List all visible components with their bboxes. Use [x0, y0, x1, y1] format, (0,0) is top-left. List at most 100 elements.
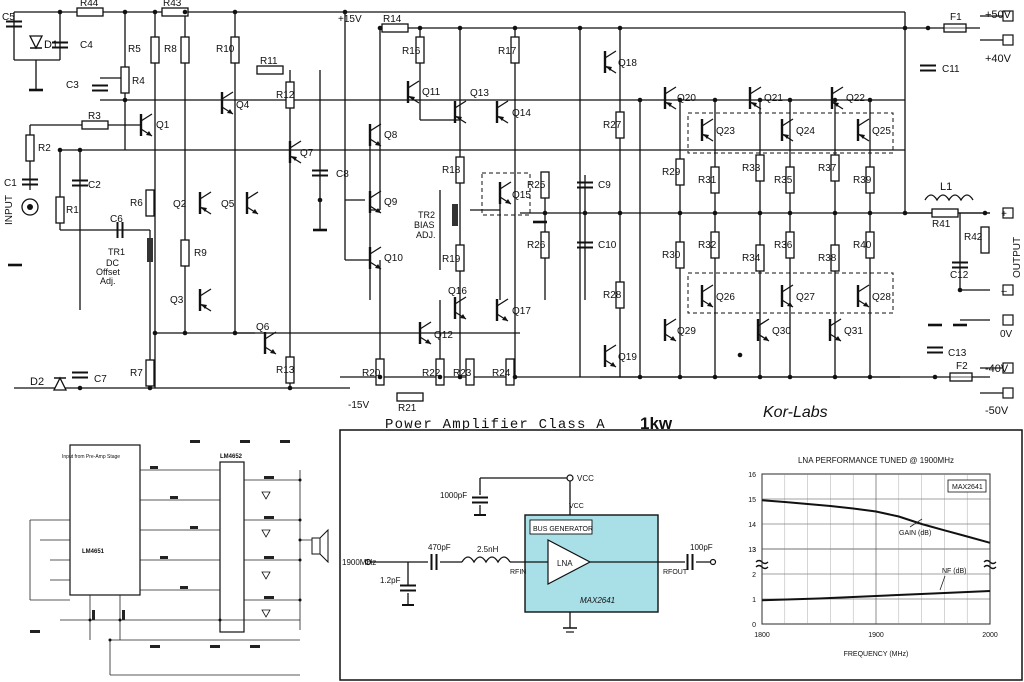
label-q25: Q25 [872, 126, 891, 137]
label-r11: R11 [260, 56, 278, 67]
series-label-gain: GAIN (dB) [899, 530, 931, 537]
x-tick-labels: 1800 1900 2000 [754, 632, 998, 639]
label-r39: R39 [853, 175, 872, 186]
label-q11: Q11 [422, 87, 441, 98]
label-r1: R1 [66, 205, 79, 216]
x-tick-1800: 1800 [754, 632, 770, 639]
rfin-label: RFIN [510, 569, 526, 576]
label-r29: R29 [662, 167, 681, 178]
label-r34: R34 [742, 253, 761, 264]
out-term-plus: + [1001, 209, 1007, 220]
label-r9: R9 [194, 248, 207, 259]
label-r21: R21 [398, 403, 417, 414]
label-r26: R26 [527, 240, 546, 251]
label-c5: C5 [2, 12, 15, 23]
label-r19: R19 [442, 254, 461, 265]
label-q3: Q3 [170, 295, 184, 306]
label-c9: C9 [598, 180, 611, 191]
chart-grid [761, 473, 991, 625]
label-q2: Q2 [173, 199, 187, 210]
label-q4: Q4 [236, 100, 250, 111]
label-q8: Q8 [384, 130, 398, 141]
y-tick-2: 2 [752, 572, 756, 579]
x-tick-2000: 2000 [982, 632, 998, 639]
label-q26: Q26 [716, 292, 735, 303]
label-q1: Q1 [156, 120, 170, 131]
series-line-gain [761, 499, 991, 544]
label-r40: R40 [853, 240, 872, 251]
label-q30: Q30 [772, 326, 791, 337]
label-r31: R31 [698, 175, 717, 186]
label-q14: Q14 [512, 108, 531, 119]
label-offset: Offset [96, 267, 120, 277]
label-q9: Q9 [384, 197, 398, 208]
label-r13: R13 [276, 365, 295, 376]
rail-m50: -50V [985, 405, 1009, 417]
l-in-label: 2.5nH [477, 545, 499, 554]
label-r28: R28 [603, 290, 622, 301]
label-r25: R25 [527, 180, 546, 191]
label-r38: R38 [818, 253, 837, 264]
label-f1: F1 [950, 12, 962, 23]
label-r4: R4 [132, 76, 145, 87]
label-q18: Q18 [618, 58, 637, 69]
label-q13: Q13 [470, 88, 489, 99]
label-q19: Q19 [618, 352, 637, 363]
label-d1: D1 [44, 39, 58, 51]
label-dc: DC [106, 258, 119, 268]
y-tick-16: 16 [748, 472, 756, 479]
label-q7: Q7 [300, 148, 314, 159]
label-d2: D2 [30, 376, 44, 388]
max2641-label: MAX2641 [580, 596, 615, 605]
y-tick-13: 13 [748, 547, 756, 554]
series-line-nf [761, 590, 991, 602]
label-r43: R43 [163, 0, 182, 9]
brand-kor-labs: Kor-Labs [763, 404, 828, 421]
rail-m15: -15V [348, 400, 369, 411]
lna-circuit: BUS GENERATOR LNA MAX2641 VCC VCC RFIN R… [342, 474, 717, 633]
label-q21: Q21 [764, 93, 783, 104]
label-r17: R17 [498, 46, 517, 57]
legend-max2641: MAX2641 [952, 484, 983, 491]
label-c11: C11 [942, 64, 960, 75]
chart-title: LNA PERFORMANCE TUNED @ 1900MHz [798, 456, 954, 465]
label-q5: Q5 [221, 199, 235, 210]
label-c13: C13 [948, 348, 967, 359]
label-bias: BIAS [414, 220, 435, 230]
lna-performance-chart: LNA PERFORMANCE TUNED @ 1900MHz 01231314… [748, 456, 998, 658]
label-c1: C1 [4, 178, 17, 189]
label-r16: R16 [402, 46, 421, 57]
output-label: OUTPUT [1012, 237, 1023, 278]
c-out-label: 100pF [690, 543, 713, 552]
label-q16: Q16 [448, 286, 467, 297]
c-vcc-label: 1000pF [440, 491, 467, 500]
label-r7: R7 [130, 368, 143, 379]
x-axis-label: FREQUENCY (MHz) [844, 651, 909, 658]
label-tr2: TR2 [418, 210, 435, 220]
axis-break-right-icon [983, 559, 997, 570]
label-q23: Q23 [716, 126, 735, 137]
y-tick-15: 15 [748, 497, 756, 504]
amp-title-power: 1kw [640, 414, 673, 433]
rfout-label: RFOUT [663, 569, 688, 576]
label-l1: L1 [940, 181, 952, 193]
c-shunt-label: 1.2pF [380, 576, 401, 585]
lm4651-label: LM4651 [82, 549, 105, 555]
label-r12: R12 [276, 90, 295, 101]
label-r20: R20 [362, 368, 381, 379]
c-in-label: 470pF [428, 543, 451, 552]
y-tick-0: 0 [752, 622, 756, 629]
label-c12: C12 [950, 270, 969, 281]
rail-p40: +40V [985, 53, 1012, 65]
input-label: INPUT [4, 195, 15, 225]
x-tick-1900: 1900 [868, 632, 884, 639]
vcc-pin-label: VCC [569, 503, 584, 510]
amp-title: Power Amplifier Class A [385, 417, 606, 433]
tr1-trimmer-icon [147, 238, 153, 262]
bus-gen-label: BUS GENERATOR [533, 526, 593, 533]
label-r6: R6 [130, 198, 143, 209]
label-c8: C8 [336, 169, 349, 180]
label-r3: R3 [88, 111, 101, 122]
label-c7: C7 [94, 374, 107, 385]
